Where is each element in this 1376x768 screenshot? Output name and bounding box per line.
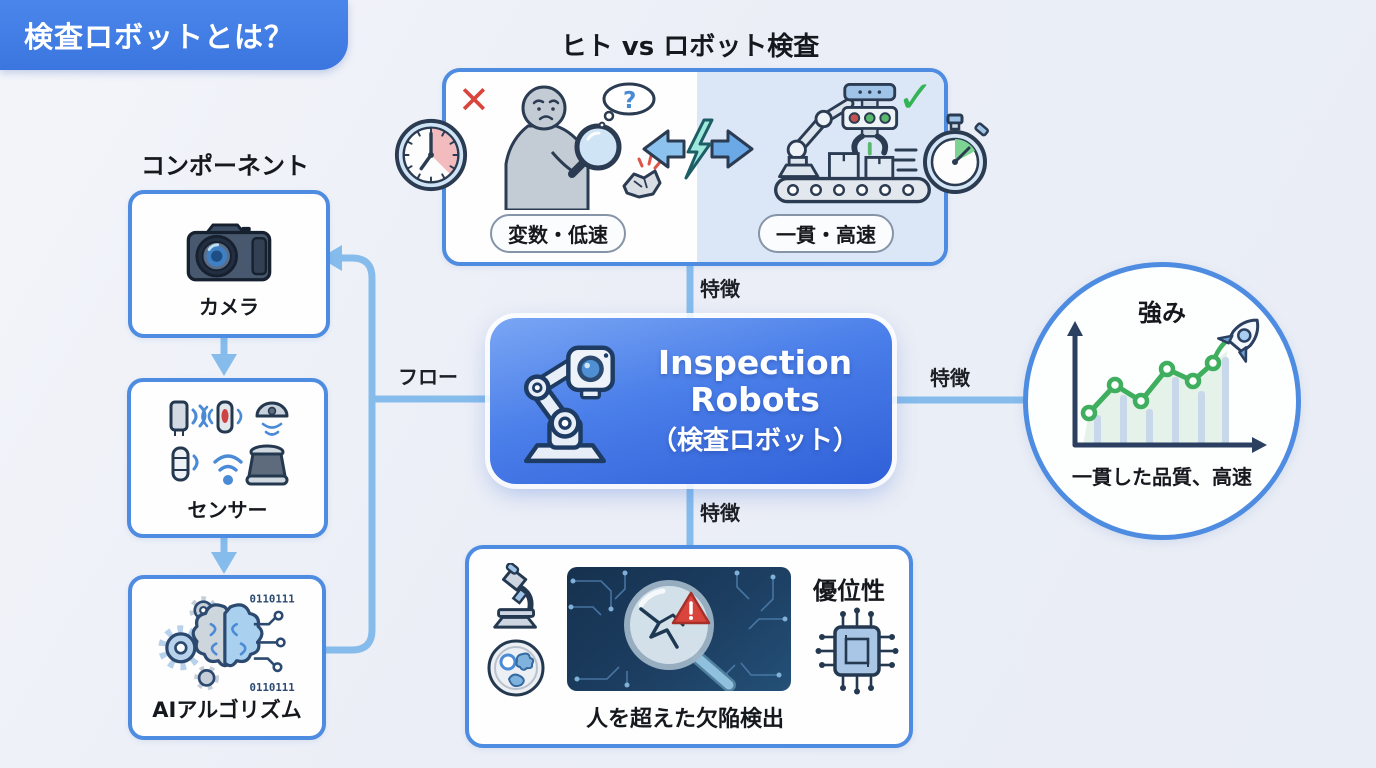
- robot-arm-icon: [523, 345, 615, 464]
- advantage-box: 優位性 人を超えた欠陥検出: [465, 545, 913, 748]
- rocket-icon: [1217, 318, 1260, 363]
- human-inspector-icon: ?: [504, 82, 662, 210]
- thought-question-mark: ?: [623, 88, 636, 114]
- feature-bottom-label: 特徴: [700, 501, 740, 525]
- strengths-title: 強み: [1138, 299, 1186, 327]
- x-mark-icon: ✕: [458, 78, 490, 122]
- human-result-pill: 変数・低速: [490, 214, 626, 253]
- robot-result-pill: 一貫・高速: [758, 214, 894, 253]
- camera-to-sensor-arrowhead: [211, 354, 237, 376]
- flow-label: フロー: [398, 365, 458, 389]
- comparison-box: ✕ ✓ ?: [442, 68, 948, 266]
- ai-binary-top: 0110111: [250, 592, 295, 605]
- circuit-magnifier-icon: [568, 570, 788, 691]
- hero-title-ja: （検査ロボット）: [650, 426, 859, 457]
- sensor-label: センサー: [187, 497, 268, 522]
- microscope-icon: [493, 563, 537, 629]
- check-mark-icon: ✓: [897, 72, 934, 123]
- ai-binary-bottom: 0110111: [250, 680, 295, 693]
- camera-label: カメラ: [199, 294, 259, 319]
- feature-top-label: 特徴: [700, 277, 740, 301]
- growth-chart-icon: [1067, 318, 1267, 453]
- sensor-to-ai-arrowhead: [211, 552, 237, 574]
- petri-dish-icon: [487, 639, 545, 697]
- defect-detection-image: [567, 567, 791, 691]
- strengths-circle: 強み 一貫した品質、高速: [1023, 262, 1301, 540]
- strengths-caption: 一貫した品質、高速: [1072, 465, 1252, 489]
- components-title: コンポーネント: [141, 152, 309, 180]
- feature-right-label: 特徴: [930, 366, 970, 390]
- inspection-robots-node: Inspection Robots （検査ロボット）: [490, 318, 892, 484]
- ai-label: AIアルゴリズム: [152, 697, 302, 722]
- advantage-title: 優位性: [813, 577, 885, 605]
- chip-icon: [815, 607, 899, 695]
- component-camera-box: カメラ: [128, 190, 330, 338]
- sensor-icons: [169, 400, 288, 485]
- camera-icon: [186, 223, 272, 281]
- title-badge: 検査ロボットとは？: [0, 0, 348, 70]
- comparison-title: ヒト vs ロボット検査: [560, 32, 820, 62]
- clock-icon: [394, 118, 468, 192]
- hero-title-en: Inspection Robots: [657, 342, 853, 419]
- robot-inspector-icon: [774, 82, 931, 204]
- component-sensor-box: センサー: [127, 378, 328, 538]
- vs-lightning-icon: [642, 118, 754, 180]
- component-ai-box: 0110111 0110111 AIアルゴリズム: [128, 575, 326, 740]
- title-badge-label: 検査ロボットとは？: [24, 20, 295, 54]
- advantage-caption: 人を超えた欠陥検出: [585, 707, 784, 732]
- stopwatch-icon: [892, 113, 989, 194]
- ai-brain-icon: 0110111 0110111: [158, 592, 295, 693]
